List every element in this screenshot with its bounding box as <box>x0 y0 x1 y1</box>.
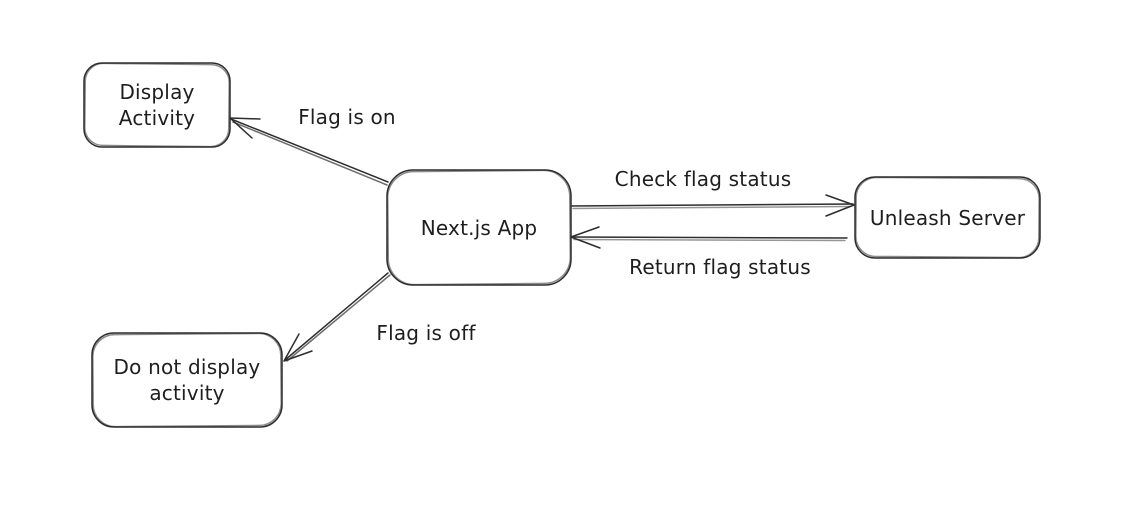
flag-off-arrow-line <box>284 272 389 361</box>
return-flag-status-arrow-line <box>570 236 848 239</box>
nextjs-app-node-shape <box>386 169 572 286</box>
flag-off-arrow-line-sketch <box>286 274 391 362</box>
unleash-server-node-label: Unleash Server <box>869 205 1026 230</box>
display-activity-box <box>83 62 231 148</box>
return-flag-status-arrow-line-sketch <box>573 238 846 242</box>
do-not-display-activity-box-sketch <box>92 332 282 428</box>
check-flag-status-arrow-line-sketch <box>572 205 851 210</box>
nextjs-app-box <box>386 169 572 286</box>
flag-off-arrow <box>283 272 391 362</box>
do-not-display-activity-node-shape <box>91 332 283 428</box>
check-flag-status-arrow <box>571 194 855 217</box>
flag-off-arrow-head <box>283 333 313 362</box>
flag-on-arrow-line <box>230 118 389 183</box>
unleash-server-box-sketch <box>855 176 1040 259</box>
do-not-display-activity-node-label: Do not display activity <box>113 355 261 405</box>
flag-on-arrow-head <box>229 117 261 139</box>
flag-on-arrow <box>229 117 389 186</box>
display-activity-node-shape <box>83 62 231 148</box>
unleash-server-node-shape <box>854 176 1041 259</box>
return-flag-status-edge-label: Return flag status <box>629 255 811 279</box>
flag-on-arrow-line-sketch <box>232 121 388 186</box>
unleash-server-box <box>854 176 1041 259</box>
check-flag-status-edge-label: Check flag status <box>614 167 792 191</box>
flag-off-edge-label: Flag is off <box>376 321 476 345</box>
flag-on-edge-label: Flag is on <box>298 105 396 129</box>
return-flag-status-arrow-head <box>570 226 601 249</box>
check-flag-status-arrow-head <box>825 194 855 217</box>
nextjs-app-node-label: Next.js App <box>420 215 538 240</box>
return-flag-status-arrow <box>570 226 848 249</box>
nextjs-app-box-sketch <box>386 169 572 286</box>
display-activity-box-sketch <box>84 62 230 148</box>
display-activity-node-label: Display Activity <box>118 80 196 130</box>
do-not-display-activity-box <box>91 332 283 428</box>
check-flag-status-arrow-line <box>571 203 854 207</box>
